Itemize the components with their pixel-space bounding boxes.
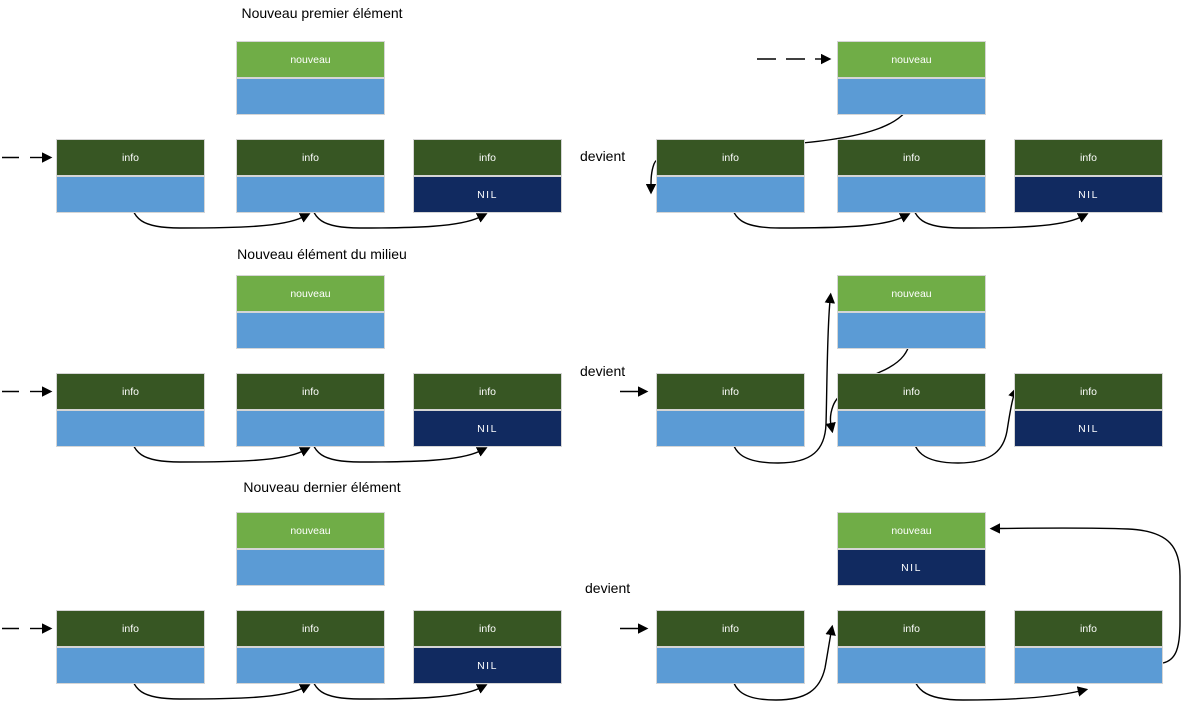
info-cell: info: [413, 610, 562, 647]
pointer-cell: [236, 549, 385, 586]
s1-after-element2: info: [837, 139, 986, 213]
pointer-cell: [656, 647, 805, 684]
s3-becomes-label: devient: [585, 580, 631, 596]
s3-before-element2: info: [236, 610, 385, 684]
info-cell: info: [56, 139, 205, 176]
s1-before-element2: info: [236, 139, 385, 213]
info-cell: info: [236, 139, 385, 176]
info-cell: info: [236, 373, 385, 410]
s2-before-element3: info NIL: [413, 373, 562, 447]
info-cell: info: [837, 139, 986, 176]
s2-before-element1: info: [56, 373, 205, 447]
s1-after-new-node: nouveau: [837, 41, 986, 115]
nil-cell: NIL: [413, 176, 562, 213]
pointer-cell: [236, 647, 385, 684]
s1-before-new-node: nouveau: [236, 41, 385, 115]
info-cell: info: [236, 610, 385, 647]
s2-becomes-label: devient: [580, 363, 626, 379]
s2-after-element2: info: [837, 373, 986, 447]
pointer-cell: [56, 647, 205, 684]
pointer-cell: [236, 78, 385, 115]
pointer-cell: [236, 312, 385, 349]
info-cell: info: [56, 610, 205, 647]
section1-title: Nouveau premier élément: [241, 5, 403, 21]
new-cell: nouveau: [236, 41, 385, 78]
pointer-cell: [656, 410, 805, 447]
info-cell: info: [656, 610, 805, 647]
pointer-cell: [56, 176, 205, 213]
new-cell: nouveau: [236, 275, 385, 312]
pointer-cell: [56, 410, 205, 447]
s1-before-element1: info: [56, 139, 205, 213]
pointer-cell: [837, 78, 986, 115]
s3-after-new-node: nouveau NIL: [837, 512, 986, 586]
new-cell: nouveau: [837, 512, 986, 549]
s1-after-element1: info: [656, 139, 805, 213]
pointer-cell: [656, 176, 805, 213]
nil-cell: NIL: [413, 647, 562, 684]
s3-before-new-node: nouveau: [236, 512, 385, 586]
pointer-cell: [236, 176, 385, 213]
nil-cell: NIL: [1014, 176, 1163, 213]
s3-before-element1: info: [56, 610, 205, 684]
pointer-cell: [837, 312, 986, 349]
nil-cell: NIL: [1014, 410, 1163, 447]
s1-becomes-label: devient: [580, 148, 626, 164]
info-cell: info: [1014, 373, 1163, 410]
pointer-cell: [1014, 647, 1163, 684]
s1-before-element3: info NIL: [413, 139, 562, 213]
s2-after-element3: info NIL: [1014, 373, 1163, 447]
nil-cell: NIL: [837, 549, 986, 586]
s1-after-element3: info NIL: [1014, 139, 1163, 213]
info-cell: info: [1014, 139, 1163, 176]
new-cell: nouveau: [837, 275, 986, 312]
pointer-cell: [837, 176, 986, 213]
nil-cell: NIL: [413, 410, 562, 447]
s3-after-element2: info: [837, 610, 986, 684]
info-cell: info: [413, 139, 562, 176]
section3-title: Nouveau dernier élément: [243, 479, 401, 495]
info-cell: info: [656, 373, 805, 410]
pointer-cell: [837, 647, 986, 684]
s2-after-element1: info: [656, 373, 805, 447]
s3-before-element3: info NIL: [413, 610, 562, 684]
pointer-cell: [236, 410, 385, 447]
info-cell: info: [837, 373, 986, 410]
info-cell: info: [656, 139, 805, 176]
s2-after-new-node: nouveau: [837, 275, 986, 349]
s2-before-element2: info: [236, 373, 385, 447]
s2-before-new-node: nouveau: [236, 275, 385, 349]
info-cell: info: [837, 610, 986, 647]
new-cell: nouveau: [236, 512, 385, 549]
info-cell: info: [413, 373, 562, 410]
section2-title: Nouveau élément du milieu: [237, 246, 407, 262]
info-cell: info: [56, 373, 205, 410]
s3-after-element1: info: [656, 610, 805, 684]
info-cell: info: [1014, 610, 1163, 647]
new-cell: nouveau: [837, 41, 986, 78]
pointer-cell: [837, 410, 986, 447]
s3-after-element3: info: [1014, 610, 1163, 684]
